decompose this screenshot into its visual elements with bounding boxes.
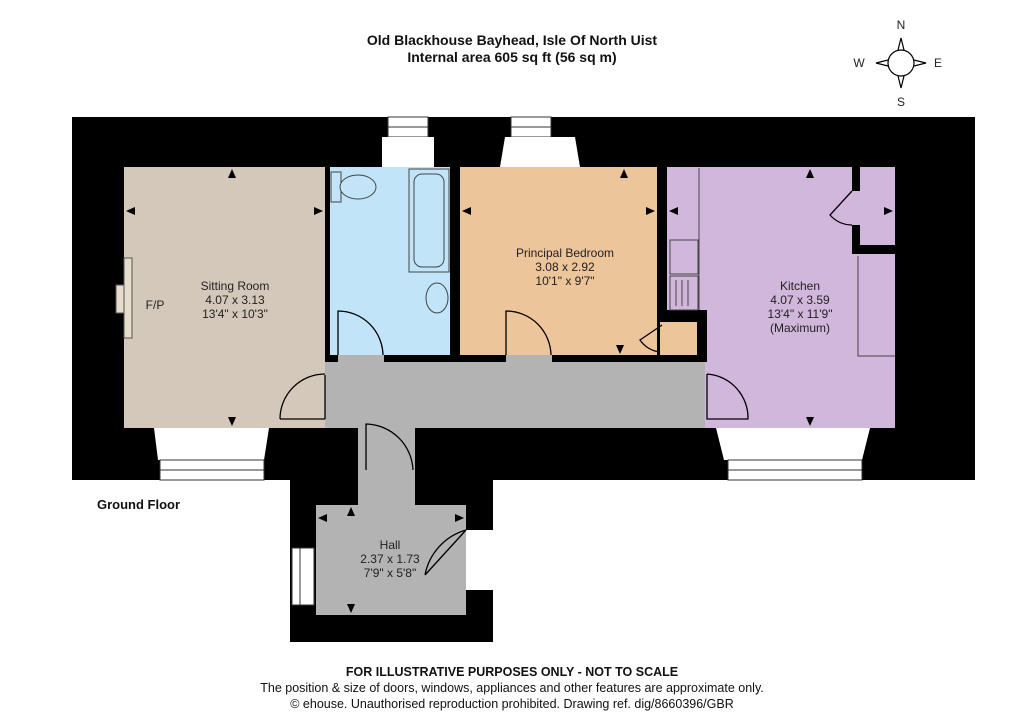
copyright-text: © ehouse. Unauthorised reproduction proh… xyxy=(290,697,734,711)
windows xyxy=(154,116,870,606)
plan-title-block: Old Blackhouse Bayhead, Isle Of North Ui… xyxy=(0,32,1024,66)
sitting-room xyxy=(124,167,325,428)
hall-link xyxy=(358,428,415,508)
compass-west: W xyxy=(853,56,865,70)
fireplace-label: F/P xyxy=(145,298,165,312)
disclaimer-text: The position & size of doors, windows, a… xyxy=(260,681,764,695)
disclaimer: FOR ILLUSTRATIVE PURPOSES ONLY - NOT TO … xyxy=(0,664,1024,712)
compass-south: S xyxy=(896,95,905,109)
doors xyxy=(279,190,853,576)
dimension-arrows xyxy=(126,169,893,613)
corridor xyxy=(325,362,705,428)
plan-title: Old Blackhouse Bayhead, Isle Of North Ui… xyxy=(366,32,658,48)
principal-bedroom xyxy=(460,167,657,355)
fireplace xyxy=(123,257,133,339)
compass-north: N xyxy=(896,18,906,32)
hall xyxy=(316,505,466,615)
sitting-room-label: Sitting Room 4.07 x 3.13 13'4" x 10'3" xyxy=(200,279,270,321)
hall-label: Hall 2.37 x 1.73 7'9" x 5'8" xyxy=(360,538,420,580)
disclaimer-heading: FOR ILLUSTRATIVE PURPOSES ONLY - NOT TO … xyxy=(345,665,679,679)
plan-subtitle: Internal area 605 sq ft (56 sq m) xyxy=(407,49,617,65)
kitchen-label: Kitchen 4.07 x 3.59 13'4" x 11'9" (Maxim… xyxy=(767,279,833,335)
kitchen-fixtures xyxy=(669,168,895,357)
compass-east: E xyxy=(933,56,942,70)
bathroom-fixtures xyxy=(330,168,450,314)
compass-icon xyxy=(875,37,927,89)
floor-label: Ground Floor xyxy=(97,497,181,512)
bedroom-label: Principal Bedroom 3.08 x 2.92 10'1" x 9'… xyxy=(515,246,615,288)
